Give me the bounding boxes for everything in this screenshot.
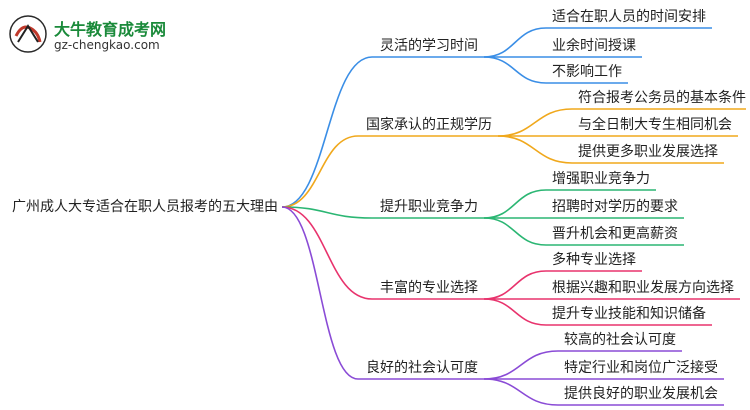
leaf-node: 晋升机会和更高薪资 bbox=[552, 226, 678, 242]
leaf-connector bbox=[483, 298, 547, 326]
site-logo[interactable]: 大牛教育成考网 gz-chengkao.com bbox=[8, 14, 198, 56]
leaf-node: 提供良好的职业发展机会 bbox=[564, 386, 718, 402]
branch-major-choice: 丰富的专业选择 bbox=[380, 280, 478, 296]
leaf-node: 提供更多职业发展选择 bbox=[578, 144, 718, 160]
leaf-node: 较高的社会认可度 bbox=[564, 332, 676, 348]
leaf-node: 提升专业技能和知识储备 bbox=[552, 306, 706, 322]
leaf-connector bbox=[497, 135, 573, 164]
root-branch-connector bbox=[281, 206, 359, 380]
leaf-node: 特定行业和岗位广泛接受 bbox=[564, 360, 718, 376]
leaf-node: 业余时间授课 bbox=[552, 38, 636, 54]
leaf-connector bbox=[483, 378, 559, 406]
leaf-connector bbox=[483, 189, 547, 219]
leaf-node: 符合报考公务员的基本条件 bbox=[578, 90, 746, 106]
leaf-node: 增强职业竞争力 bbox=[552, 171, 650, 187]
root-branch-connector bbox=[281, 206, 373, 219]
leaf-node: 多种专业选择 bbox=[552, 252, 636, 268]
root-branch-connector bbox=[281, 206, 373, 300]
leaf-node: 根据兴趣和职业发展方向选择 bbox=[552, 280, 734, 296]
logo-mark-icon bbox=[8, 14, 48, 54]
branch-social-recognition: 良好的社会认可度 bbox=[366, 360, 478, 376]
leaf-node: 招聘时对学历的要求 bbox=[552, 199, 678, 215]
branch-recognized-degree: 国家承认的正规学历 bbox=[366, 117, 492, 133]
root-topic: 广州成人大专适合在职人员报考的五大理由 bbox=[12, 199, 278, 215]
leaf-connector bbox=[483, 350, 559, 380]
leaf-node: 与全日制大专生相同机会 bbox=[578, 117, 732, 133]
leaf-node: 适合在职人员的时间安排 bbox=[552, 9, 706, 25]
leaf-connector bbox=[483, 56, 547, 84]
leaf-connector bbox=[483, 270, 547, 300]
root-branch-connector bbox=[281, 56, 373, 208]
leaf-node: 不影响工作 bbox=[552, 64, 622, 80]
logo-title: 大牛教育成考网 bbox=[54, 20, 167, 39]
leaf-connector bbox=[483, 27, 547, 58]
branch-competitiveness: 提升职业竞争力 bbox=[380, 199, 478, 215]
branch-flexible-time: 灵活的学习时间 bbox=[380, 38, 478, 54]
logo-url: gz-chengkao.com bbox=[54, 38, 160, 52]
leaf-connector bbox=[497, 108, 573, 137]
leaf-connector bbox=[483, 217, 547, 246]
root-branch-connector bbox=[281, 135, 359, 208]
